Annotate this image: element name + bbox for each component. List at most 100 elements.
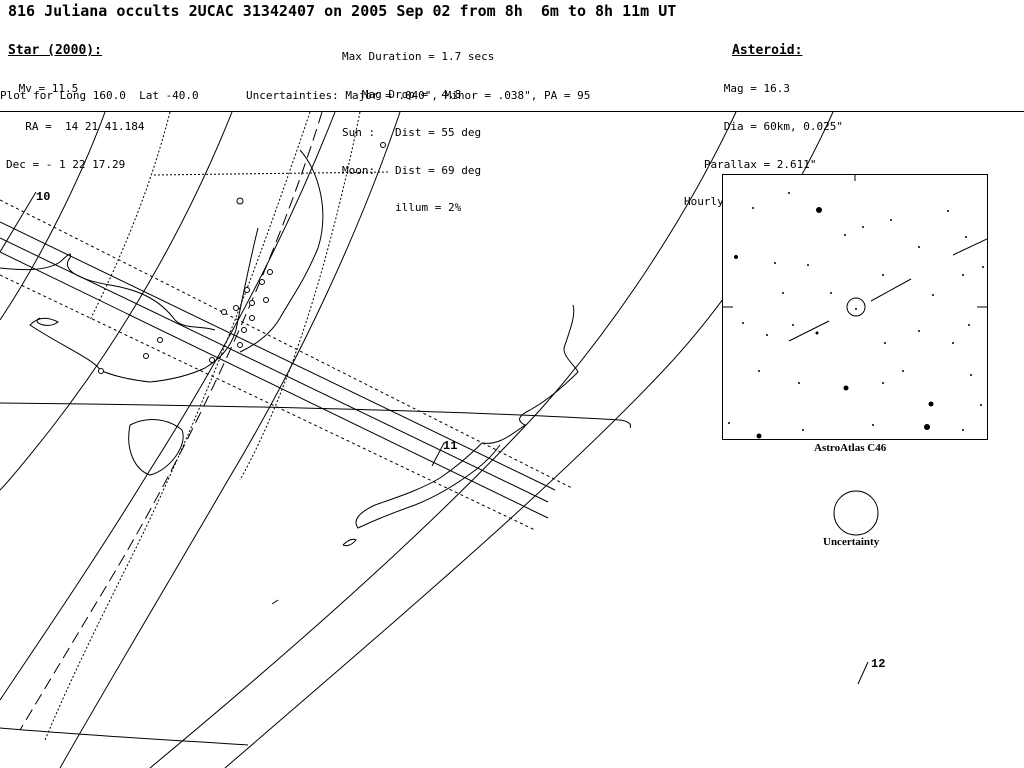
coastline-nz-south <box>355 442 501 529</box>
event-info: Max Duration = 1.7 secs Mag Drop = 4.8 S… <box>342 26 494 228</box>
moon-illumination: illum = 2% <box>342 201 462 215</box>
chart-star <box>816 207 822 213</box>
mag-drop: Mag Drop = 4.8 <box>342 87 462 101</box>
chart-star <box>788 192 790 194</box>
island-marker <box>380 142 386 148</box>
coastline-stewart-island <box>342 538 357 547</box>
target-star-circle <box>846 297 866 317</box>
path-south-uncertainty <box>0 274 536 531</box>
chart-star <box>742 322 744 324</box>
chart-star <box>728 422 730 424</box>
island-marker <box>143 353 149 359</box>
asteroid-diameter: Dia = 60km, 0.025" <box>684 119 843 133</box>
header-separator <box>0 111 1024 112</box>
latitude-line <box>0 402 631 429</box>
chart-star <box>952 342 954 344</box>
time-marker-10 <box>0 191 37 253</box>
coastline-tasmania <box>128 419 184 476</box>
path-central-line <box>0 237 549 503</box>
longitude-line <box>0 111 106 321</box>
grid-dotted <box>89 111 171 321</box>
chart-star <box>962 429 964 431</box>
chart-star <box>872 424 874 426</box>
star-heading: Star (2000): <box>8 43 102 59</box>
latitude-line-lower <box>0 727 249 746</box>
time-label-12: 12 <box>871 657 886 671</box>
island-marker <box>237 342 243 348</box>
chart-star <box>924 424 930 430</box>
path-north-uncertainty <box>0 199 573 489</box>
chart-star <box>782 292 784 294</box>
coastline-australia <box>29 227 259 383</box>
chart-star <box>928 401 934 407</box>
time-marker-11 <box>431 442 445 467</box>
chart-star <box>752 207 754 209</box>
grid-dotted <box>239 111 361 481</box>
uncertainties: Uncertainties: Major = .040", Minor = .0… <box>246 89 591 102</box>
chart-star <box>792 324 794 326</box>
chart-star <box>882 382 884 384</box>
asteroid-track-edge <box>952 238 987 256</box>
uncertainty-circle <box>833 490 879 536</box>
chart-star <box>807 264 809 266</box>
chart-star <box>830 292 832 294</box>
earth-limb-arc-inner <box>149 111 737 768</box>
island-marker <box>236 197 244 205</box>
chart-star <box>815 331 819 335</box>
star-ra: RA = 14 21 41.184 <box>12 119 145 133</box>
grid-long-dashed <box>19 111 323 731</box>
island-marker <box>98 368 104 374</box>
chart-star <box>918 330 920 332</box>
chart-star <box>734 255 738 259</box>
uncertainty-ellipse <box>833 490 879 536</box>
chart-star <box>862 226 864 228</box>
chart-star <box>980 404 982 406</box>
chart-star <box>855 308 857 310</box>
time-label-10: 10 <box>36 190 51 204</box>
longitude-line <box>0 111 336 701</box>
chart-star <box>890 219 892 221</box>
moon-distance: Moon: Dist = 69 deg <box>342 163 482 177</box>
time-label-11: 11 <box>443 439 458 453</box>
island-marker <box>263 297 269 303</box>
max-duration: Max Duration = 1.7 secs <box>342 50 495 64</box>
island-marker <box>249 300 255 306</box>
chart-star <box>947 210 949 212</box>
chart-star <box>844 234 846 236</box>
island-marker <box>241 327 247 333</box>
chart-star <box>884 342 886 344</box>
chart-star <box>918 246 920 248</box>
asteroid-track-lower <box>788 320 830 342</box>
chart-star <box>774 262 776 264</box>
chart-star <box>798 382 800 384</box>
island-marker <box>233 305 239 311</box>
chart-star <box>902 370 904 372</box>
longitude-line <box>59 111 401 768</box>
chart-star <box>962 274 964 276</box>
island-marker <box>249 315 255 321</box>
plot-location: Plot for Long 160.0 Lat -40.0 <box>0 89 199 102</box>
coastline-australia-north <box>0 253 216 331</box>
asteroid-track-upper <box>870 278 912 302</box>
star-chart-caption: AstroAtlas C46 <box>814 442 887 454</box>
chart-star <box>756 433 762 439</box>
asteroid-mag: Mag = 16.3 <box>684 81 790 95</box>
island-marker <box>209 357 215 363</box>
chart-star <box>882 274 884 276</box>
chart-star <box>968 324 970 326</box>
path-south-limit <box>0 251 549 519</box>
longitude-line <box>0 111 233 491</box>
coastline-queensland <box>239 149 324 353</box>
chart-star <box>932 294 934 296</box>
time-marker-12 <box>857 661 869 685</box>
chart-star <box>802 429 804 431</box>
chart-star <box>965 236 967 238</box>
star-mv: Mv = 11.5 <box>12 81 79 95</box>
grid-dotted <box>153 171 391 176</box>
chart-star <box>982 266 984 268</box>
island-marker <box>267 269 273 275</box>
asteroid-heading: Asteroid: <box>732 43 803 59</box>
island-marker <box>244 287 250 293</box>
uncertainty-caption: Uncertainty <box>823 536 880 548</box>
grid-dotted <box>44 111 311 741</box>
